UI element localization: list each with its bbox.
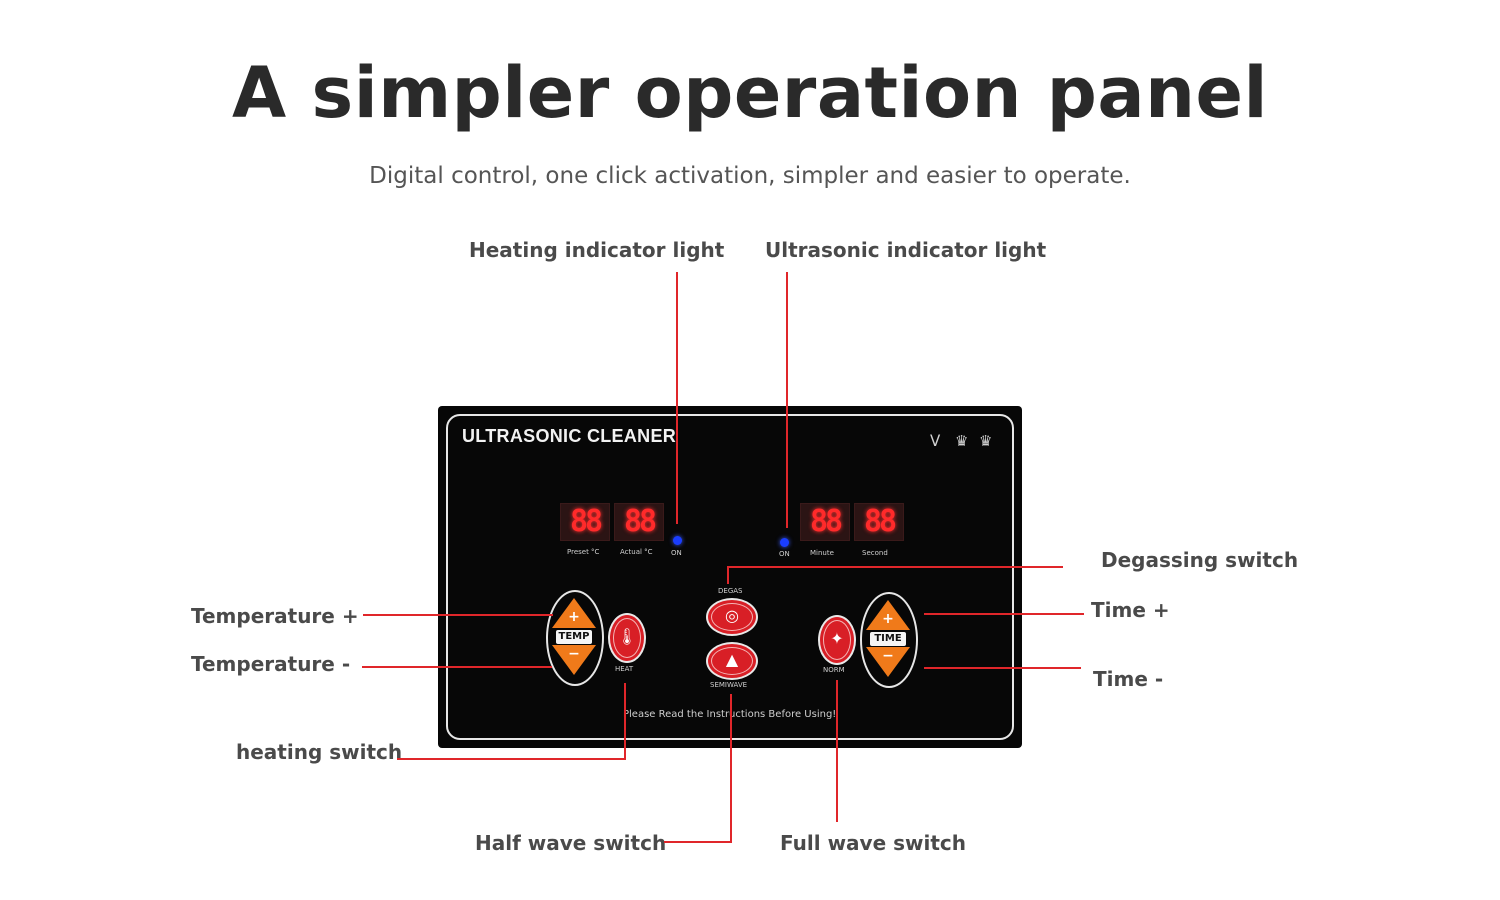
callout-time-minus: Time - xyxy=(1093,667,1164,691)
control-panel xyxy=(438,406,1022,748)
actual-temp-display: 88 xyxy=(614,503,664,541)
page-title: A simpler operation panel xyxy=(232,52,1268,134)
plus-icon: + xyxy=(882,611,894,627)
callout-ultrasonic-indicator: Ultrasonic indicator light xyxy=(765,238,1047,262)
callout-heating-switch: heating switch xyxy=(236,740,403,764)
leader-heating-indicator xyxy=(676,272,678,524)
leader-time-plus xyxy=(924,613,1084,615)
heating-indicator-led xyxy=(673,536,682,545)
leader-ultrasonic-indicator xyxy=(786,272,788,528)
panel-border xyxy=(446,414,1014,740)
heat-label: HEAT xyxy=(615,665,634,673)
leader-degassing-v xyxy=(727,566,729,584)
second-display: 88 xyxy=(854,503,904,541)
leader-full-wave xyxy=(836,680,838,822)
temperature-plus-button[interactable] xyxy=(552,598,596,628)
minus-icon: − xyxy=(882,648,894,664)
callout-time-plus: Time + xyxy=(1091,598,1170,622)
leader-degassing-h xyxy=(727,566,1063,568)
leader-temperature-minus xyxy=(362,666,552,668)
second-label: Second xyxy=(862,549,888,557)
minus-icon: − xyxy=(568,646,580,662)
panel-notice: Please Read the Instructions Before Usin… xyxy=(623,709,837,720)
time-minus-button[interactable] xyxy=(866,647,910,677)
actual-temp-label: Actual °C xyxy=(620,548,653,556)
callout-heating-indicator: Heating indicator light xyxy=(469,238,725,262)
full-wave-switch-button[interactable]: ✦ xyxy=(818,615,856,665)
leader-time-minus xyxy=(924,667,1081,669)
degas-label: DEGAS xyxy=(718,587,743,595)
callout-temperature-plus: Temperature + xyxy=(191,604,359,628)
callout-half-wave-switch: Half wave switch xyxy=(475,831,667,855)
heating-switch-button[interactable]: 🌡 xyxy=(608,613,646,663)
leader-temperature-plus xyxy=(363,614,553,616)
ultrasonic-led-label: ON xyxy=(779,550,790,558)
callout-degassing-switch: Degassing switch xyxy=(1101,548,1299,572)
minute-label: Minute xyxy=(810,549,834,557)
leader-heating-switch-v xyxy=(624,683,626,759)
degassing-switch-button[interactable]: ◎ xyxy=(706,598,758,636)
callout-full-wave-switch: Full wave switch xyxy=(780,831,967,855)
page-subtitle: Digital control, one click activation, s… xyxy=(369,163,1131,189)
minute-display: 88 xyxy=(800,503,850,541)
bubbles-icon: ◎ xyxy=(725,606,739,625)
norm-label: NORM xyxy=(823,666,845,674)
time-plus-button[interactable] xyxy=(866,600,910,630)
sparkle-icon: ✦ xyxy=(830,629,844,648)
leader-half-wave-h xyxy=(664,841,732,843)
preset-temp-label: Preset °C xyxy=(567,548,600,556)
wave-icon: ▲ xyxy=(725,650,739,669)
crown-icon: ♛ xyxy=(979,432,993,450)
leader-heating-switch-h xyxy=(397,758,626,760)
half-wave-switch-button[interactable]: ▲ xyxy=(706,642,758,680)
leader-half-wave-v xyxy=(730,694,732,843)
temp-label: TEMP xyxy=(556,630,592,644)
preset-temp-display: 88 xyxy=(560,503,610,541)
heating-led-label: ON xyxy=(671,549,682,557)
panel-brand: ULTRASONIC CLEANER xyxy=(462,426,677,446)
washing-icon: ᐯ xyxy=(930,432,941,450)
semiwave-label: SEMIWAVE xyxy=(710,681,748,689)
temperature-minus-button[interactable] xyxy=(552,645,596,675)
callout-temperature-minus: Temperature - xyxy=(191,652,351,676)
ultrasonic-indicator-led xyxy=(780,538,789,547)
time-label: TIME xyxy=(870,632,906,646)
crown-icon: ♛ xyxy=(955,432,969,450)
plus-icon: + xyxy=(568,609,580,625)
thermometer-icon: 🌡 xyxy=(616,627,638,646)
